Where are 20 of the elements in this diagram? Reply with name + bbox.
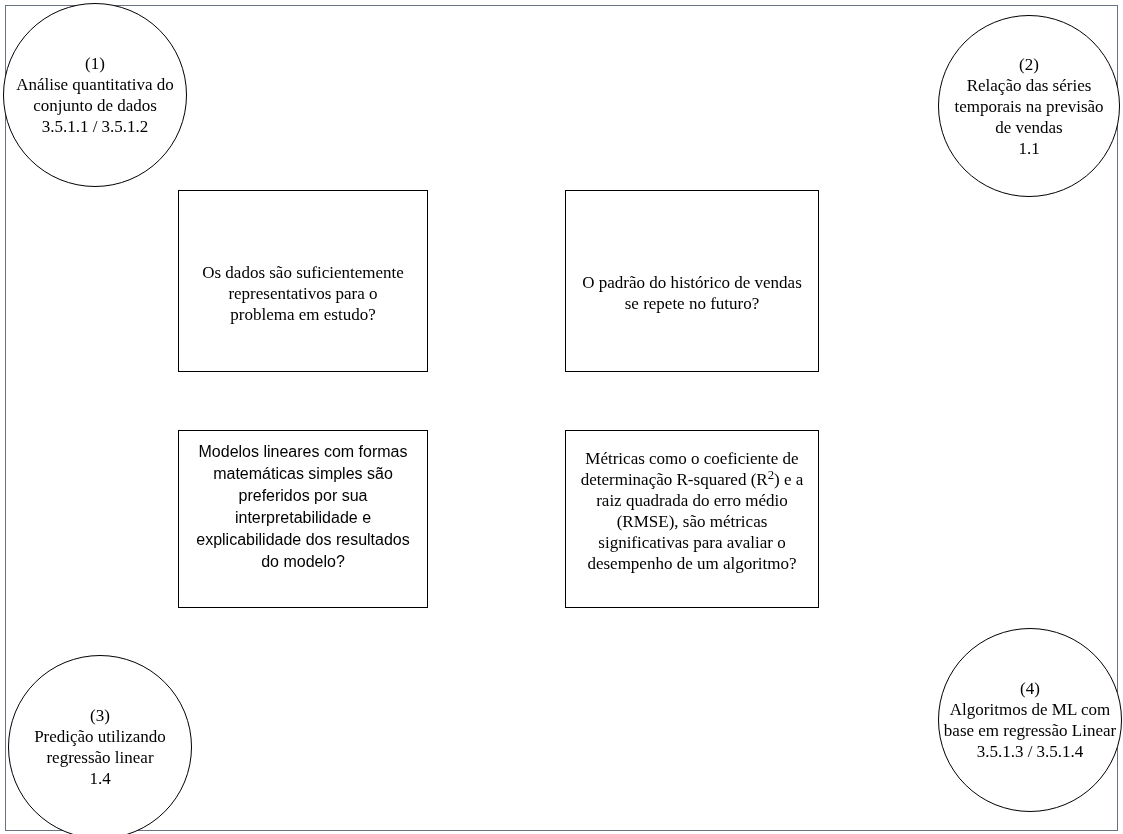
node-text: 1.1 <box>1018 137 1040 159</box>
node-text: Os dados são suficientemente representativos para o problema em estudo? <box>201 261 405 325</box>
node-text: (2) <box>1019 53 1039 75</box>
question-box <box>178 190 428 372</box>
node-text: Relação das séries temporais na previsão de vendas <box>953 74 1105 138</box>
question-box <box>178 430 428 608</box>
node-text: O padrão do histórico de vendas se repete no futuro? <box>582 272 802 314</box>
node-text: Predição utilizando regressão linear <box>33 726 167 768</box>
node-text: Análise quantitativa do conjunto de dados <box>15 74 175 116</box>
node-text: Métricas como o coeficiente de determinação R-squared (R$^{2}$) e a raiz quadrada do erro médio (RMSE), são métricas significativas para avaliar o desempenho de um algoritmo? <box>579 448 805 574</box>
node-text: (1) <box>85 53 105 74</box>
question-box <box>565 430 819 608</box>
question-box <box>565 190 819 372</box>
node-text: 3.5.1.1 / 3.5.1.2 <box>41 116 149 137</box>
node-text: (4) <box>1020 678 1040 699</box>
node-text: 1.4 <box>89 768 111 789</box>
node-text: (3) <box>90 705 110 726</box>
node-text: Algoritmos de ML com base em regressão Linear <box>942 699 1118 741</box>
node-text: 3.5.1.3 / 3.5.1.4 <box>976 741 1084 762</box>
node-text: Modelos lineares com formas matemáticas simples são preferidos por sua interpretabilidade e explicabilidade dos resultados do modelo? <box>195 442 411 572</box>
